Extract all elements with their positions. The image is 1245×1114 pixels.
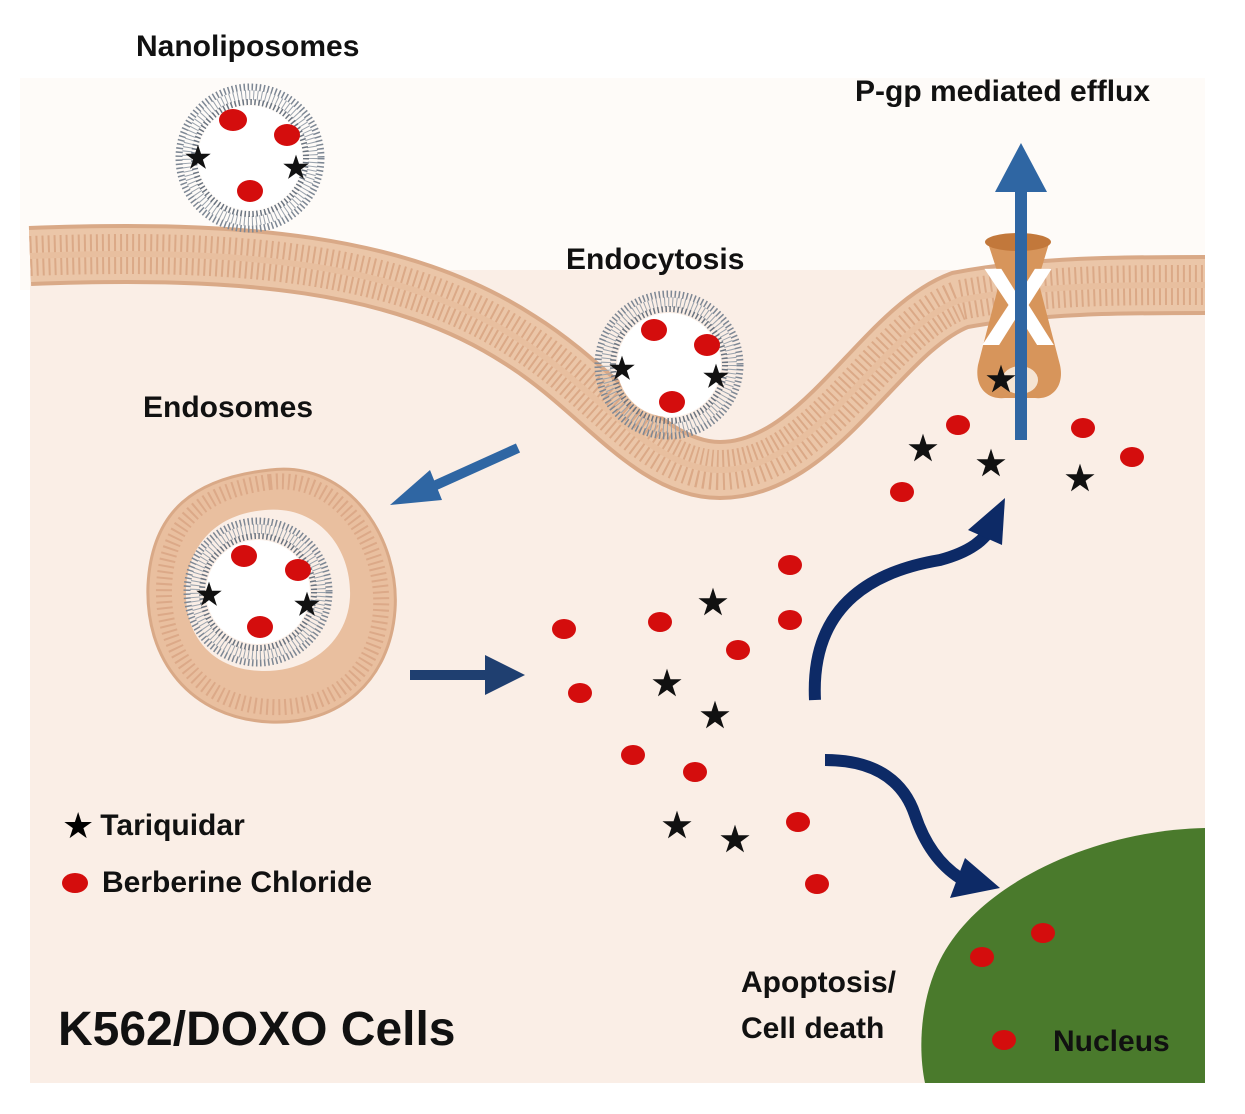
berberine-dot [247,616,273,638]
arrow-to-endosome [390,443,521,505]
berberine-dot [219,109,247,131]
arrow-to-pgp [808,498,1005,701]
star-icon: ★ [62,805,95,846]
legend-tariquidar-label: Tariquidar [100,809,245,842]
berberine-dot [552,619,576,639]
legend-berberine-label: Berberine Chloride [102,866,373,899]
berberine-dot [778,610,802,630]
berberine-dot [274,124,300,146]
endosome [146,467,397,724]
berberine-dot [726,640,750,660]
berberine-dot [1120,447,1144,467]
label-apoptosis-2: Cell death [741,1012,885,1045]
efflux-arrow [995,143,1047,440]
label-nanoliposomes: Nanoliposomes [136,30,360,63]
nanoliposome-outside [175,83,325,233]
berberine-dot [659,391,685,413]
berberine-dot [970,947,994,967]
berberine-dot [946,415,970,435]
berberine-dot [1071,418,1095,438]
red-dot-icon [62,873,88,893]
berberine-dot [621,745,645,765]
berberine-dot [992,1030,1016,1050]
berberine-dot [1031,923,1055,943]
berberine-dot [285,559,311,581]
legend-berberine: Berberine Chloride [62,866,372,900]
nucleus [921,828,1205,1083]
label-cell-line: K562/DOXO Cells [58,1003,456,1056]
legend-tariquidar: ★ Tariquidar [62,808,245,844]
berberine-dot [805,874,829,894]
berberine-dot [231,545,257,567]
label-pgp-efflux: P-gp mediated efflux [855,75,1151,108]
free-berberine [552,415,1144,1050]
arrow-to-nucleus [824,754,1000,898]
berberine-dot [786,812,810,832]
berberine-dot [890,482,914,502]
arrow-release [410,655,525,695]
label-endocytosis: Endocytosis [566,243,745,276]
berberine-dot [568,683,592,703]
label-apoptosis-1: Apoptosis/ [741,966,896,999]
label-endosomes: Endosomes [143,391,314,424]
berberine-dot [641,319,667,341]
nanoliposome-endocytosis [594,290,744,440]
berberine-dot [694,334,720,356]
label-nucleus: Nucleus [1053,1025,1170,1058]
berberine-dot [237,180,263,202]
berberine-dot [648,612,672,632]
berberine-dot [683,762,707,782]
berberine-dot [778,555,802,575]
